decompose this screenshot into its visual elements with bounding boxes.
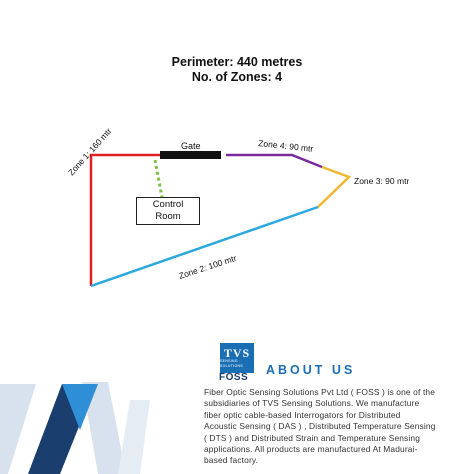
zone-3-label: Zone 3: 90 mtr — [354, 176, 409, 186]
zone-4-label: Zone 4: 90 mtr — [258, 138, 314, 154]
about-us-body: Fiber Optic Sensing Solutions Pvt Ltd ( … — [204, 387, 466, 467]
foss-brand: FOSS — [219, 372, 249, 383]
about-us-heading: ABOUT US — [266, 363, 356, 377]
tvs-logo-subtext: SENSING SOLUTIONS — [220, 359, 243, 368]
control-room-label-2: Room — [155, 211, 181, 222]
tvs-logo: TVS SENSING SOLUTIONS — [220, 343, 254, 373]
about-line: fiber optic cable-based Interrogators fo… — [204, 409, 401, 420]
control-room-link — [153, 159, 164, 198]
decor-shape-blue — [62, 384, 98, 430]
gate-bar — [160, 151, 221, 159]
tvs-logo-text: TVS — [223, 346, 251, 360]
zone-1-segment — [89, 153, 160, 286]
decor-shape-light-1 — [0, 384, 36, 474]
about-line: based factory. — [204, 455, 259, 466]
zone-count-title: No. of Zones: 4 — [191, 70, 283, 84]
about-line: ( DTS ) and Distributed Strain and Tempe… — [204, 432, 421, 443]
gate-label: Gate — [181, 141, 201, 151]
perimeter-title: Perimeter: 440 metres — [171, 55, 303, 69]
zone-2-label: Zone 2: 100 mtr — [178, 253, 238, 281]
zone-3-segment — [317, 165, 352, 208]
control-room-box: Control Room — [136, 197, 200, 225]
about-line: subsidiaries of TVS Sensing Solutions. W… — [204, 398, 420, 409]
decor-shape-light-3 — [118, 400, 150, 474]
zone-4-segment — [226, 153, 323, 169]
control-room-label-1: Control — [152, 199, 184, 210]
about-line: Acoustic Sensing ( DAS ) , Distributed T… — [204, 421, 436, 432]
about-line: applications. All products are manufactu… — [204, 444, 418, 455]
zone-2-segment — [90, 205, 319, 288]
about-line: Fiber Optic Sensing Solutions Pvt Ltd ( … — [204, 387, 436, 397]
decor-shape-light-2 — [82, 382, 126, 474]
